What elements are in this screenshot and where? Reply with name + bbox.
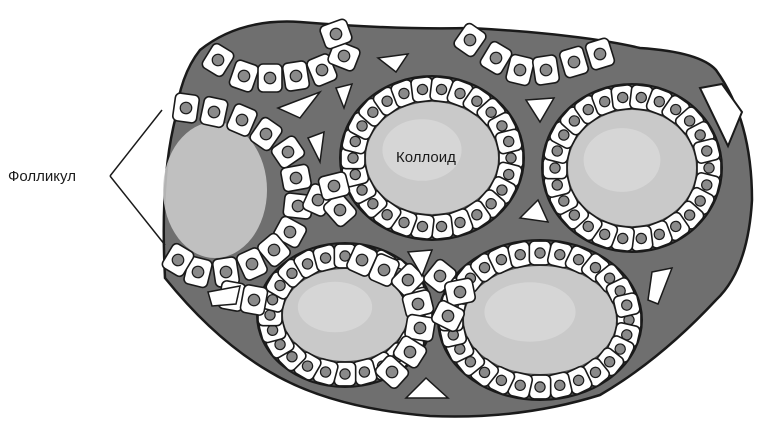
colloid-label: Коллоид xyxy=(396,149,456,166)
follicle xyxy=(542,84,722,252)
nucleus xyxy=(417,221,428,232)
colloid-highlight xyxy=(484,282,575,341)
nucleus xyxy=(704,163,714,173)
nucleus xyxy=(348,153,358,163)
colloid-highlight xyxy=(298,282,372,333)
nucleus xyxy=(535,382,545,392)
nucleus xyxy=(436,84,447,95)
pale-follicle-area xyxy=(163,122,267,258)
nucleus xyxy=(417,84,428,95)
nucleus xyxy=(617,233,628,244)
follicle-cell xyxy=(495,128,523,154)
nucleus xyxy=(636,92,647,103)
nucleus xyxy=(550,163,560,173)
follicle-cell xyxy=(280,164,312,193)
follicle-cell xyxy=(282,60,310,91)
follicle-cell xyxy=(532,54,560,85)
nucleus xyxy=(264,72,276,84)
follicle-cell xyxy=(613,292,641,318)
nucleus xyxy=(617,92,628,103)
nucleus xyxy=(506,153,516,163)
follicle xyxy=(438,240,642,400)
nucleus xyxy=(636,233,647,244)
follicle-cell xyxy=(693,138,721,164)
colloid-highlight xyxy=(584,128,661,192)
follicle-cell xyxy=(240,284,269,316)
follicle-cell xyxy=(199,96,228,128)
follicle-cell xyxy=(172,92,200,123)
nucleus xyxy=(340,369,350,379)
follicle-cell xyxy=(258,64,282,92)
follicle-label: Фолликул xyxy=(8,168,76,185)
nucleus xyxy=(436,221,447,232)
follicle-pointer xyxy=(110,110,165,245)
nucleus xyxy=(535,248,545,258)
